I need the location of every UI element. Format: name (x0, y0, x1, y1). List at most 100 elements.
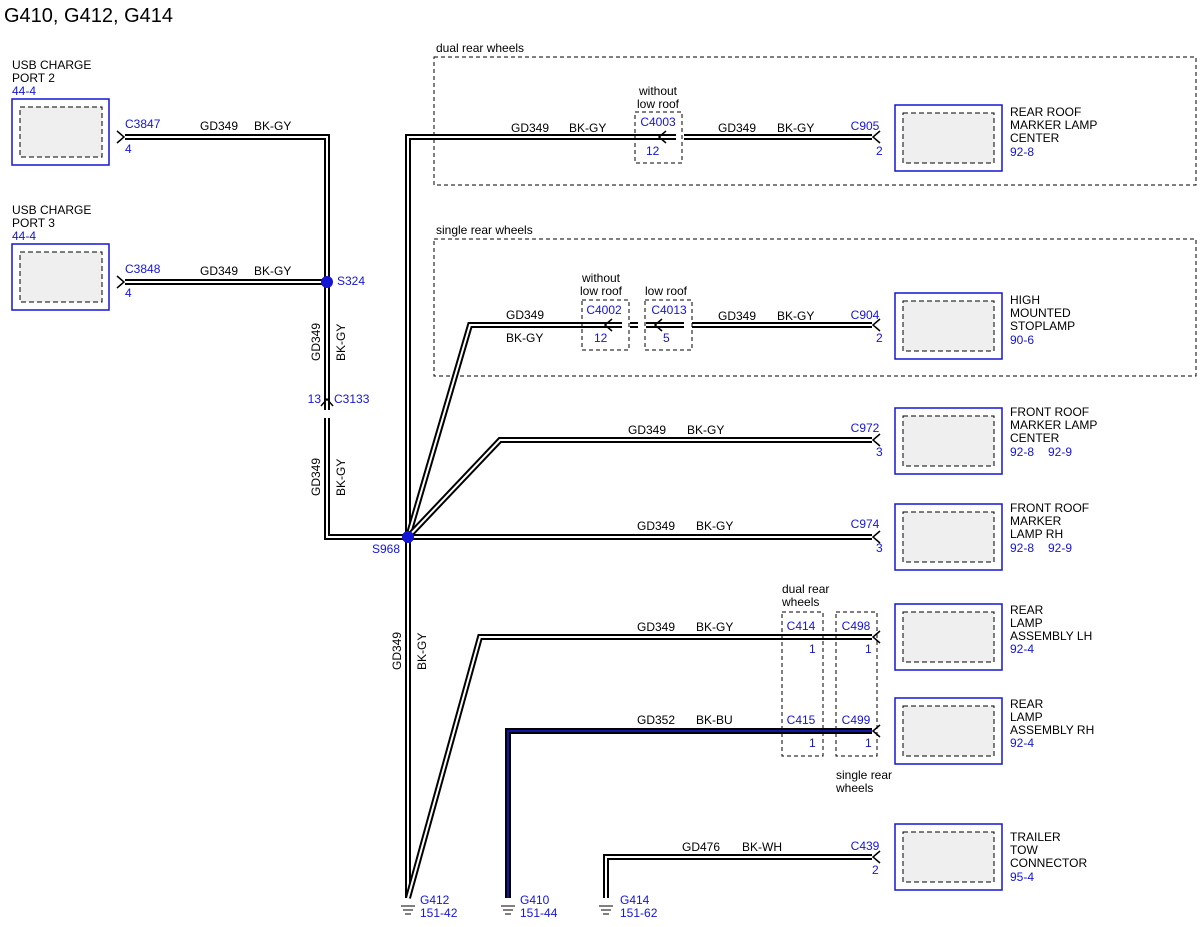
splice-s968-dot[interactable] (402, 531, 414, 543)
wire-c3133-color: BK-GY (334, 459, 348, 496)
c4003-note-1: without (638, 84, 678, 98)
roof-name-3: CENTER (1010, 131, 1060, 145)
splice-s968-label[interactable]: S968 (372, 542, 400, 556)
c4013-pin: 5 (663, 331, 670, 345)
c4003-housing (634, 111, 683, 164)
roof-name-2: MARKER LAMP (1010, 118, 1097, 132)
tow-name-3: CONNECTOR (1010, 856, 1087, 870)
c3847-id[interactable]: C3847 (125, 117, 161, 131)
c4002-note-2: low roof (580, 284, 623, 298)
tow-name-2: TOW (1010, 843, 1038, 857)
trailer-tow-connector[interactable] (894, 823, 1003, 891)
high-mounted-stoplamp[interactable] (894, 292, 1003, 360)
wire-rlh-circuit: GD349 (637, 620, 675, 634)
wire-c3133-circuit: GD349 (309, 458, 323, 496)
wire-stop-color-2: BK-GY (777, 309, 814, 323)
roof-ref[interactable]: 92-8 (1010, 145, 1034, 159)
diagram-title: G410, G412, G414 (4, 5, 173, 27)
wire-roof-color-2: BK-GY (777, 121, 814, 135)
rrh-ref[interactable]: 92-4 (1010, 736, 1034, 750)
wire-s324-color: BK-GY (334, 324, 348, 361)
c904-id[interactable]: C904 (851, 308, 880, 322)
c904-pin: 2 (876, 331, 883, 345)
connector-arrows (116, 130, 881, 864)
single-rear-wheels-label: single rear wheels (436, 223, 533, 237)
c4003-note-2: low roof (637, 97, 680, 111)
frc-ref-2[interactable]: 92-9 (1048, 445, 1072, 459)
c905-pin: 2 (876, 144, 883, 158)
c974-id[interactable]: C974 (851, 517, 880, 531)
c439-id[interactable]: C439 (851, 839, 880, 853)
ground-g412-id[interactable]: G412 (420, 893, 450, 907)
wire-stop-color: BK-GY (506, 331, 543, 345)
dual-rear-wheels-region (433, 56, 1197, 186)
wire-trailer-tow (603, 854, 872, 898)
wire-usb3-color: BK-GY (254, 264, 291, 278)
c4013-id[interactable]: C4013 (651, 303, 687, 317)
splice-s324-label[interactable]: S324 (337, 274, 365, 288)
ground-g414-ref[interactable]: 151-62 (620, 906, 658, 920)
rlh-name-3: ASSEMBLY LH (1010, 629, 1092, 643)
frh-ref-2[interactable]: 92-9 (1048, 541, 1072, 555)
wire-usb2-color: BK-GY (254, 119, 291, 133)
wire-roof-color: BK-GY (569, 121, 606, 135)
usb3-ref[interactable]: 44-4 (12, 229, 36, 243)
usb-charge-port-2[interactable] (11, 98, 110, 166)
frh-name-1: FRONT ROOF (1010, 501, 1089, 515)
single-rear-wheels-region (433, 238, 1197, 377)
wire-rear-lamp-rh (505, 728, 872, 898)
ground-g414-id[interactable]: G414 (620, 893, 650, 907)
usb2-ref[interactable]: 44-4 (12, 84, 36, 98)
dual-rear-wheels-label: dual rear wheels (436, 41, 524, 55)
wire-stop-circuit: GD349 (506, 308, 544, 322)
single-rear-wheels-housing (835, 611, 878, 757)
wire-rrh-color: BK-BU (696, 713, 733, 727)
c499-pin: 1 (865, 736, 872, 750)
wire-stoplamp (405, 322, 872, 538)
tow-ref[interactable]: 95-4 (1010, 870, 1034, 884)
c905-id[interactable]: C905 (851, 119, 880, 133)
stop-name-3: STOPLAMP (1010, 319, 1075, 333)
ground-g414-symbol (599, 905, 613, 915)
ground-g410-id[interactable]: G410 (520, 893, 550, 907)
wire-frc-circuit: GD349 (628, 423, 666, 437)
c974-pin: 3 (876, 541, 883, 555)
wire-rlh-color: BK-GY (696, 620, 733, 634)
roof-name-1: REAR ROOF (1010, 105, 1081, 119)
c3848-id[interactable]: C3848 (125, 262, 161, 276)
front-roof-marker-lamp-rh[interactable] (894, 503, 1003, 571)
wire-roof-circuit: GD349 (511, 121, 549, 135)
splice-s324-dot[interactable] (321, 276, 333, 288)
c4003-id[interactable]: C4003 (640, 115, 676, 129)
c498-id[interactable]: C498 (842, 619, 871, 633)
c414-id[interactable]: C414 (787, 619, 816, 633)
front-roof-marker-lamp-center[interactable] (894, 407, 1003, 475)
c4002-id[interactable]: C4002 (586, 303, 622, 317)
c415-id[interactable]: C415 (787, 713, 816, 727)
c499-id[interactable]: C499 (842, 713, 871, 727)
c3133-id[interactable]: C3133 (334, 392, 370, 406)
usb-charge-port-3[interactable] (11, 243, 110, 311)
frc-name-3: CENTER (1010, 431, 1060, 445)
wire-frc-color: BK-GY (687, 423, 724, 437)
c4013-housing (644, 299, 693, 351)
rear-lamp-assembly-lh[interactable] (894, 603, 1003, 671)
ground-g412-ref[interactable]: 151-42 (420, 906, 458, 920)
rear-roof-marker-lamp-center[interactable] (894, 104, 1003, 172)
rear-lamp-assembly-rh[interactable] (894, 697, 1003, 765)
c4013-note: low roof (645, 284, 688, 298)
usb2-name-1: USB CHARGE (12, 58, 91, 72)
frh-ref[interactable]: 92-8 (1010, 541, 1034, 555)
stop-name-1: HIGH (1010, 293, 1040, 307)
tow-name-1: TRAILER (1010, 830, 1061, 844)
c3848-pin: 4 (125, 286, 132, 300)
frc-name-2: MARKER LAMP (1010, 418, 1097, 432)
wire-usb2-circuit: GD349 (200, 119, 238, 133)
ground-g410-ref[interactable]: 151-44 (520, 906, 558, 920)
single-wheels-note-2: wheels (835, 781, 873, 795)
c972-id[interactable]: C972 (851, 421, 880, 435)
stop-ref[interactable]: 90-6 (1010, 333, 1034, 347)
frc-ref[interactable]: 92-8 (1010, 445, 1034, 459)
rlh-ref[interactable]: 92-4 (1010, 642, 1034, 656)
